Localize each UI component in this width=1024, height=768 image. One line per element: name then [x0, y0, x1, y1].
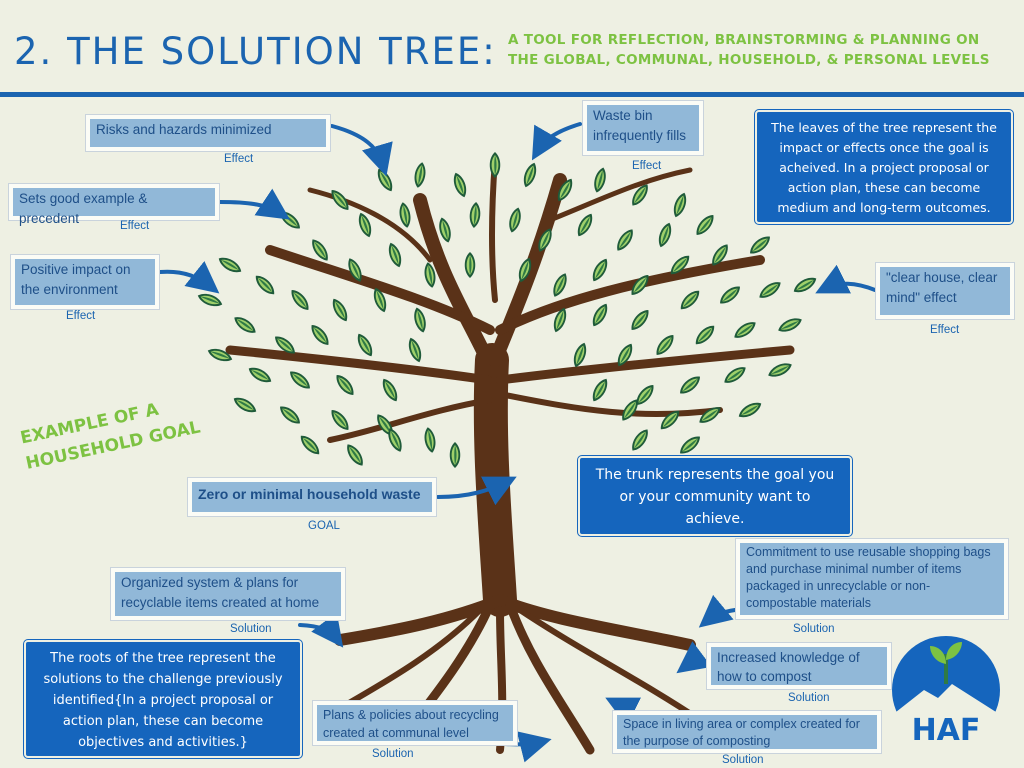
solution-composting-space-text: Space in living area or complex created … — [617, 715, 877, 749]
solution-composting-space-box: Space in living area or complex created … — [612, 710, 882, 754]
solution-reusable-bags-box: Commitment to use reusable shopping bags… — [735, 538, 1009, 620]
goal-text: Zero or minimal household waste — [192, 482, 432, 512]
header-divider — [0, 92, 1024, 97]
solution-communal-policies-text: Plans & policies about recycling created… — [317, 705, 513, 741]
effect-clear-house-text: "clear house, clear mind" effect — [880, 267, 1010, 315]
effect-clear-house-tag: Effect — [930, 324, 960, 336]
leaves-description-box: The leaves of the tree represent the imp… — [755, 110, 1013, 224]
solution-composting-space-tag: Solution — [722, 754, 764, 766]
solution-home-recycling-box: Organized system & plans for recyclable … — [110, 567, 346, 621]
effect-example-box: Sets good example & precedent — [8, 183, 220, 226]
effect-risks-text: Risks and hazards minimized — [90, 119, 326, 147]
solution-reusable-bags-text: Commitment to use reusable shopping bags… — [740, 543, 1004, 615]
effect-environment-text: Positive impact on the environment — [15, 259, 155, 305]
sprout-mountain-icon: HAF — [892, 636, 1000, 750]
solution-compost-knowledge-text: Increased knowledge of how to compost — [711, 647, 887, 685]
effect-risks-tag: Effect — [224, 153, 254, 165]
effect-waste-bin-tag: Effect — [632, 160, 662, 172]
effect-waste-bin-text: Waste bin infrequently fills — [587, 105, 699, 151]
solution-home-recycling-tag: Solution — [230, 623, 272, 635]
solution-communal-policies-box: Plans & policies about recycling created… — [312, 700, 518, 746]
solution-home-recycling-text: Organized system & plans for recyclable … — [115, 572, 341, 616]
effect-example-text: Sets good example & precedent — [13, 188, 215, 226]
effect-waste-bin-box: Waste bin infrequently fills — [582, 100, 704, 156]
page-title: 2. THE SOLUTION TREE: — [14, 30, 497, 73]
goal-box: Zero or minimal household waste — [187, 477, 437, 517]
solution-compost-knowledge-box: Increased knowledge of how to compost — [706, 642, 892, 690]
solution-compost-knowledge-tag: Solution — [788, 692, 830, 704]
page-subtitle: A TOOL FOR REFLECTION, BRAINSTORMING & P… — [508, 32, 990, 68]
effect-risks-box: Risks and hazards minimized — [85, 114, 331, 152]
effect-environment-tag: Effect — [66, 310, 96, 322]
effect-clear-house-box: "clear house, clear mind" effect — [875, 262, 1015, 320]
effect-example-tag: Effect — [120, 220, 150, 232]
goal-tag: GOAL — [308, 520, 340, 532]
trunk-description-box: The trunk represents the goal you or you… — [578, 456, 852, 536]
connector-arrows — [158, 122, 877, 763]
effect-environment-box: Positive impact on the environment — [10, 254, 160, 310]
roots-description-box: The roots of the tree represent the solu… — [24, 640, 302, 758]
solution-communal-policies-tag: Solution — [372, 748, 414, 760]
haf-logo: HAF — [890, 632, 1002, 750]
logo-text: HAF — [912, 713, 981, 748]
solution-reusable-bags-tag: Solution — [793, 623, 835, 635]
